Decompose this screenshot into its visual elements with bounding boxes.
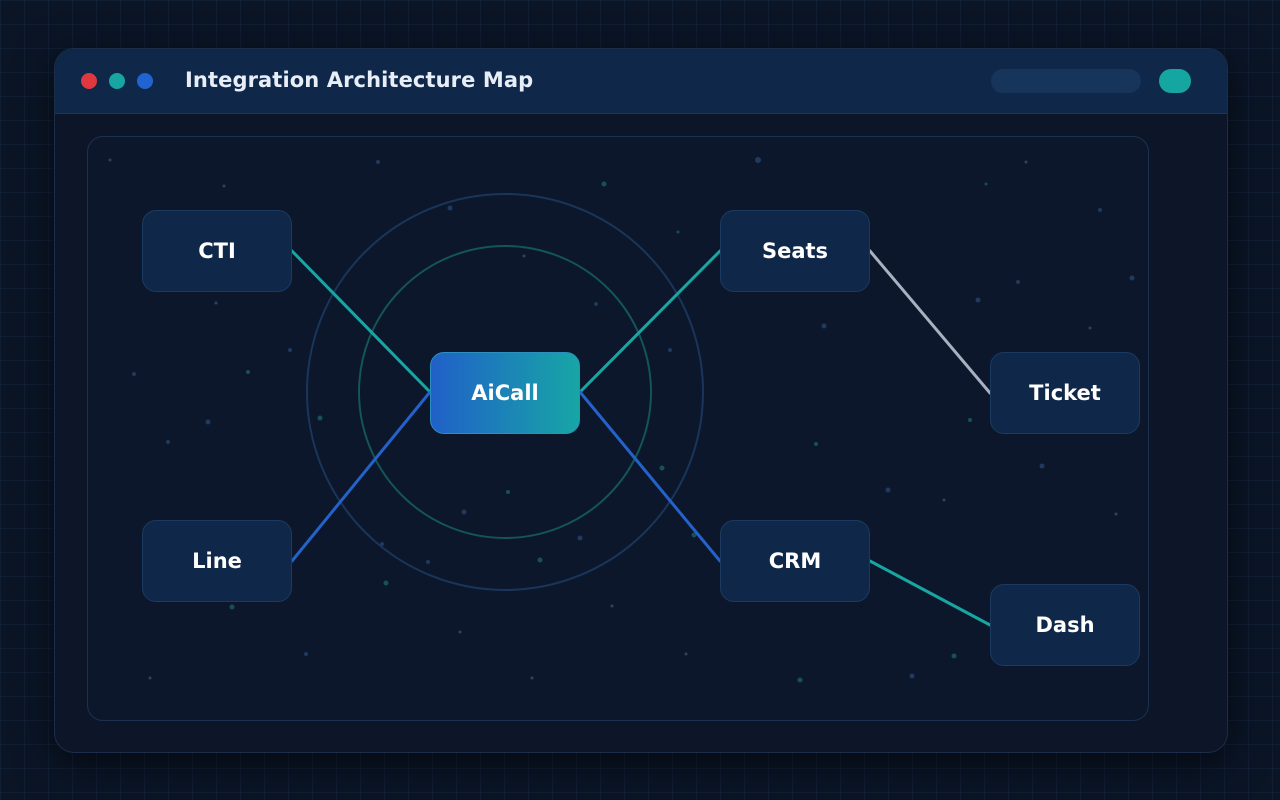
inner-ring	[358, 245, 652, 539]
node-label: AiCall	[471, 381, 539, 405]
particle	[214, 301, 218, 305]
minimize-window-button[interactable]	[109, 73, 125, 89]
particle	[530, 676, 534, 680]
outer-ring	[306, 193, 704, 591]
particle	[691, 532, 697, 538]
particle	[668, 348, 672, 352]
particle	[222, 184, 226, 188]
particle	[380, 542, 384, 546]
particle	[148, 676, 152, 680]
particle	[229, 604, 235, 610]
edge-seats-ticket	[868, 249, 992, 395]
particle	[132, 372, 136, 376]
particle	[458, 630, 462, 634]
particle	[447, 205, 453, 211]
particle	[601, 181, 607, 187]
node-label: CTI	[198, 239, 236, 263]
node-label: Line	[192, 549, 242, 573]
particle	[426, 560, 430, 564]
particle	[1016, 280, 1020, 284]
particle	[246, 370, 250, 374]
particle	[108, 158, 112, 162]
particle	[461, 509, 467, 515]
particle	[659, 465, 665, 471]
edge-crm-aicall	[578, 390, 722, 563]
edge-seats-aicall	[578, 249, 722, 394]
particle	[909, 673, 915, 679]
particle	[755, 157, 761, 163]
particle	[676, 230, 680, 234]
particle	[205, 419, 211, 425]
search-bar[interactable]	[991, 69, 1141, 93]
particle	[383, 580, 389, 586]
particle	[594, 302, 598, 306]
node-label: CRM	[768, 549, 822, 573]
node-line[interactable]: Line	[142, 520, 292, 602]
particle	[984, 182, 988, 186]
diagram-edges	[290, 249, 992, 627]
particle	[610, 604, 614, 608]
particle	[1098, 208, 1102, 212]
edge-line-aicall	[290, 390, 432, 563]
particle	[577, 535, 583, 541]
particle	[537, 557, 543, 563]
particle	[814, 442, 818, 446]
particle	[506, 490, 510, 494]
particle	[1024, 160, 1028, 164]
edge-cti-aicall	[290, 249, 432, 394]
toggle-switch[interactable]	[1159, 69, 1191, 93]
particle	[968, 418, 972, 422]
particle	[1114, 512, 1118, 516]
node-dash[interactable]: Dash	[990, 584, 1140, 666]
title-bar: Integration Architecture Map	[55, 49, 1227, 114]
node-crm[interactable]: CRM	[720, 520, 870, 602]
particle	[304, 652, 308, 656]
particle	[1088, 326, 1092, 330]
particle	[975, 297, 981, 303]
particle	[821, 323, 827, 329]
maximize-window-button[interactable]	[137, 73, 153, 89]
node-seats[interactable]: Seats	[720, 210, 870, 292]
node-label: Ticket	[1029, 381, 1101, 405]
particle	[885, 487, 891, 493]
particle	[797, 677, 803, 683]
edge-crm-dash	[868, 559, 992, 627]
particle	[317, 415, 323, 421]
node-aicall[interactable]: AiCall	[430, 352, 580, 434]
particle	[288, 348, 292, 352]
particle	[376, 160, 380, 164]
background-particles	[108, 157, 1135, 683]
particle	[522, 254, 526, 258]
particle	[942, 498, 946, 502]
node-ticket[interactable]: Ticket	[990, 352, 1140, 434]
node-cti[interactable]: CTI	[142, 210, 292, 292]
node-label: Dash	[1035, 613, 1095, 637]
window-title: Integration Architecture Map	[185, 68, 534, 92]
particle	[1129, 275, 1135, 281]
particle	[1039, 463, 1045, 469]
node-label: Seats	[761, 239, 829, 263]
particle	[684, 652, 688, 656]
particle	[166, 440, 170, 444]
particle	[951, 653, 957, 659]
close-window-button[interactable]	[81, 73, 97, 89]
